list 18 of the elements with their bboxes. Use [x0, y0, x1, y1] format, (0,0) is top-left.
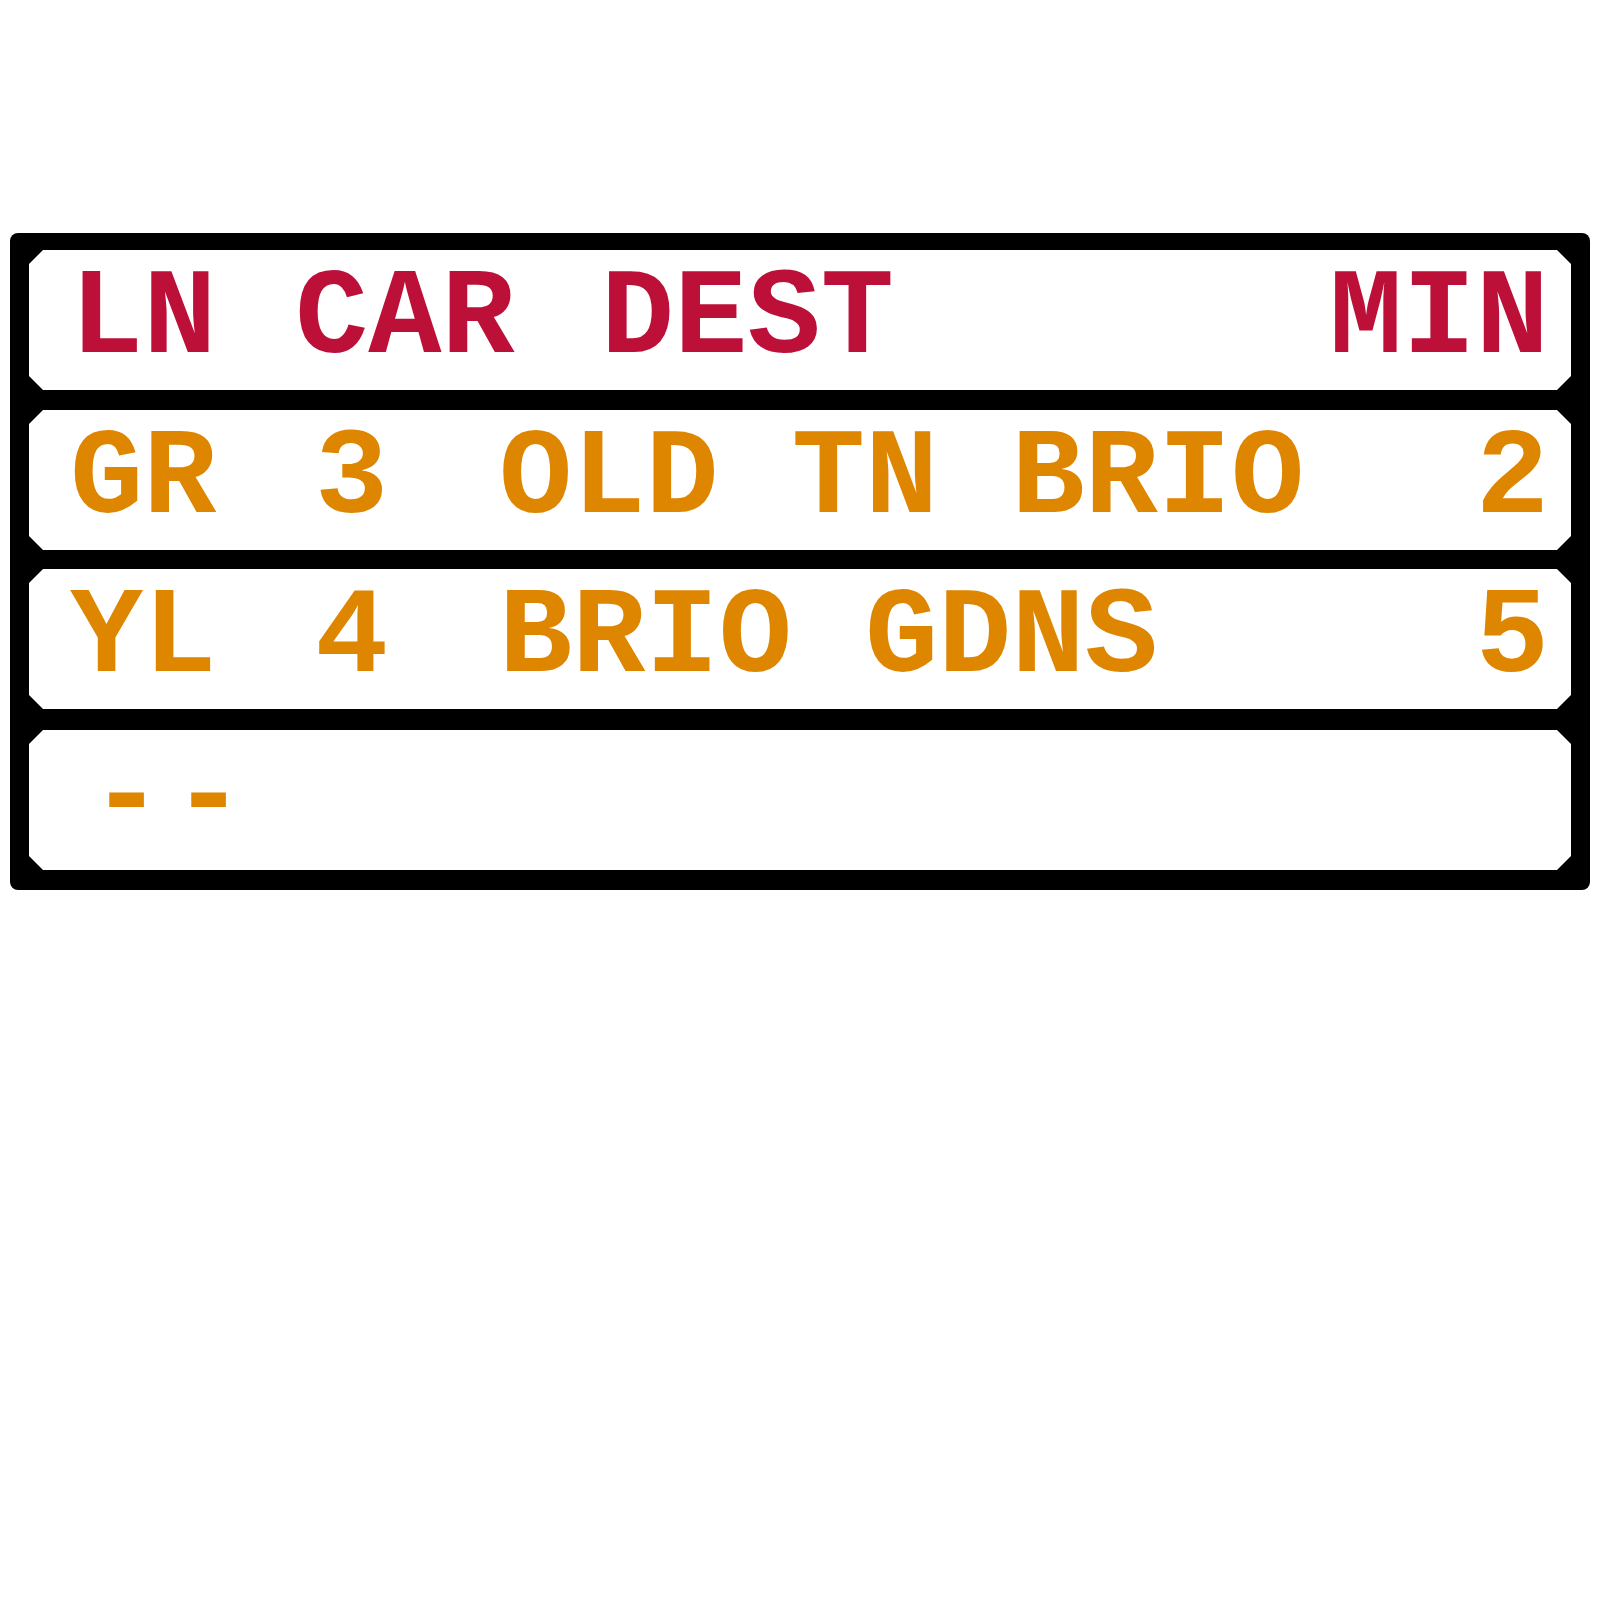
- display-text: BRIO GDNS: [499, 578, 1158, 700]
- display-text: MIN: [1329, 259, 1549, 381]
- display-text: 5: [1475, 578, 1549, 700]
- display-text: DEST: [601, 259, 894, 381]
- display-row: [29, 569, 1571, 709]
- display-text: GR: [70, 419, 217, 541]
- display-text: -: [90, 739, 164, 861]
- display-row: [29, 250, 1571, 390]
- display-text: 3: [315, 419, 389, 541]
- display-text: LN: [70, 259, 217, 381]
- display-text: CAR: [295, 259, 515, 381]
- display-row: [29, 730, 1571, 870]
- display-text: 2: [1475, 419, 1549, 541]
- display-text: 4: [315, 578, 389, 700]
- display-text: -: [172, 739, 246, 861]
- display-row: [29, 410, 1571, 550]
- display-text: YL: [70, 578, 217, 700]
- display-text: OLD TN BRIO: [499, 419, 1305, 541]
